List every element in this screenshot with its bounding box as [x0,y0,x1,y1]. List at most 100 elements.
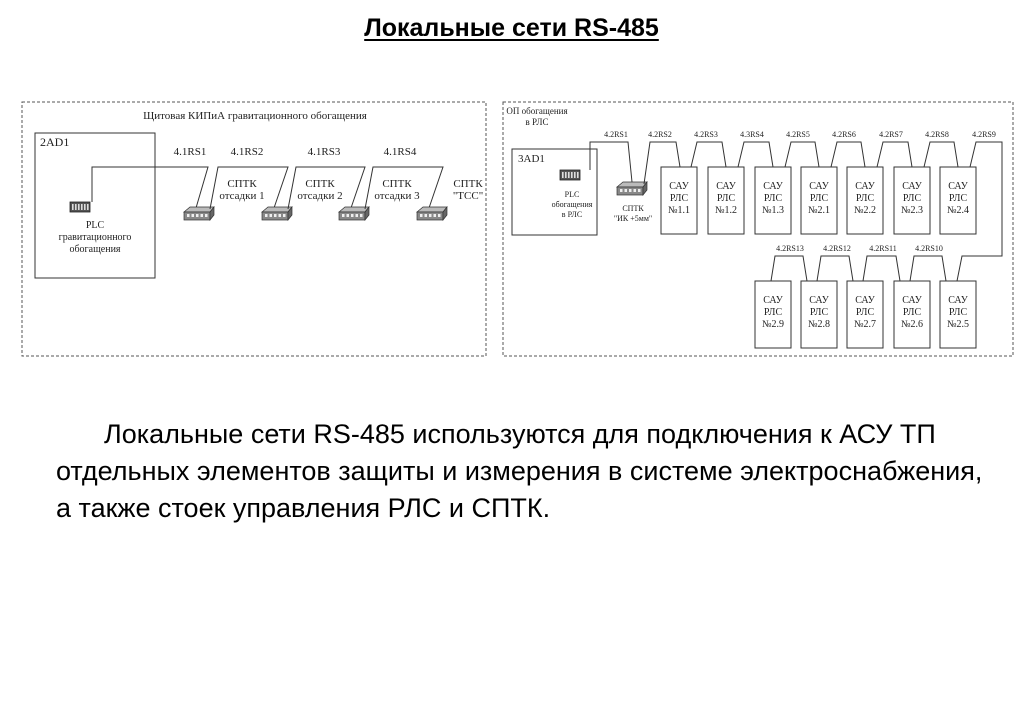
sptk-device-label: "ТСС" [453,190,483,202]
bus-line [287,166,366,210]
link-label: 4.1RS4 [384,146,417,158]
plc-label: PLC [565,190,580,199]
link-label: 4.2RS9 [972,130,996,139]
sptk-device-label: СПТК [227,178,257,190]
plc-label: обогащения [69,244,120,255]
sau-box-label: №2.2 [854,205,876,216]
sptk-device-label: отсадки 2 [297,190,342,202]
switch-icon [261,206,293,221]
sau-box-label: РЛС [764,307,783,318]
sau-box-label: САУ [809,295,830,306]
switch-icon [616,181,648,196]
sau-box-label: РЛС [764,193,783,204]
link-label: 4.3RS4 [740,130,764,139]
sau-box-label: САУ [902,181,923,192]
sau-box-label: САУ [716,181,737,192]
link-label: 4.1RS2 [231,146,264,158]
bus-line [91,166,209,209]
left-panel-border [21,101,487,357]
bus-line [364,166,444,210]
sau-box-frame [939,280,977,349]
sau-box-label: №2.4 [947,205,969,216]
cabinet-label: 2AD1 [40,135,69,149]
sptk-device-label: отсадки 3 [374,190,420,202]
bus-line [909,255,947,282]
link-label: 4.1RS1 [174,146,207,158]
sptk-device-label: СПТК [305,178,335,190]
bus-line [830,141,866,168]
left-panel: Щитовая КИПиА гравитационного обогащения… [21,101,487,357]
link-label: 4.2RS11 [869,244,897,253]
bus-line [862,255,901,282]
sau-box-label: №2.8 [808,319,830,330]
plc-label: в РЛС [562,210,582,219]
sau-box-label: РЛС [810,307,829,318]
sau-box-label: САУ [763,295,784,306]
sau-box-label: РЛС [856,193,875,204]
bus-line [589,141,633,183]
link-label: 4.2RS5 [786,130,810,139]
plc-label: гравитационного [59,232,132,243]
sau-box-label: САУ [855,181,876,192]
bus-line [876,141,913,168]
sptk-device-label: СПТК [622,204,644,213]
sau-box-frame [893,166,931,235]
link-label: 4.1RS3 [308,146,341,158]
left-panel-header: Щитовая КИПиА гравитационного обогащения [143,110,367,122]
link-label: 4.2RS1 [604,130,628,139]
sau-box-label: САУ [763,181,784,192]
sau-box-frame [754,280,792,349]
link-label: 4.2RS10 [915,244,943,253]
bus-line [209,166,289,210]
sau-box-label: САУ [669,181,690,192]
sau-box-label: №1.2 [715,205,737,216]
sau-box-label: РЛС [810,193,829,204]
network-diagram: Щитовая КИПиА гравитационного обогащения… [21,101,1014,357]
plc-label: PLC [86,220,105,231]
bus-line [737,141,774,168]
bus-line [816,255,854,282]
sau-box-label: РЛС [949,307,968,318]
sau-box-label: РЛС [949,193,968,204]
sau-box-label: №2.1 [808,205,830,216]
bus-line [923,141,959,168]
right-panel-border [502,101,1014,357]
switch-icon [183,206,215,221]
sau-box-label: №2.5 [947,319,969,330]
description-text: Локальные сети RS-485 используются для п… [56,419,983,523]
sau-box-label: РЛС [717,193,736,204]
cabinet-2ad1 [34,132,156,279]
sau-box-label: №1.3 [762,205,784,216]
sau-box-label: №2.7 [854,319,876,330]
link-label: 4.2RS2 [648,130,672,139]
switch-icon [416,206,448,221]
link-label: 4.2RS6 [832,130,856,139]
plc-icon [559,169,581,181]
switch-icon [338,206,370,221]
plc-label: обогащения [552,200,593,209]
bus-line [643,141,681,185]
sau-box-label: САУ [948,295,969,306]
sptk-device-label: "ИК +5мм" [614,214,652,223]
sau-box-frame [754,166,792,235]
right-panel-header: ОП обогащения [506,106,567,116]
right-panel-header: в РЛС [526,117,549,127]
sau-box-label: САУ [855,295,876,306]
sptk-device-label: отсадки 1 [219,190,264,202]
sau-box-frame [800,166,838,235]
sau-box-frame [939,166,977,235]
description-paragraph: Локальные сети RS-485 используются для п… [56,416,986,527]
plc-icon [69,201,91,213]
sau-box-label: РЛС [903,193,922,204]
sau-box-label: САУ [948,181,969,192]
